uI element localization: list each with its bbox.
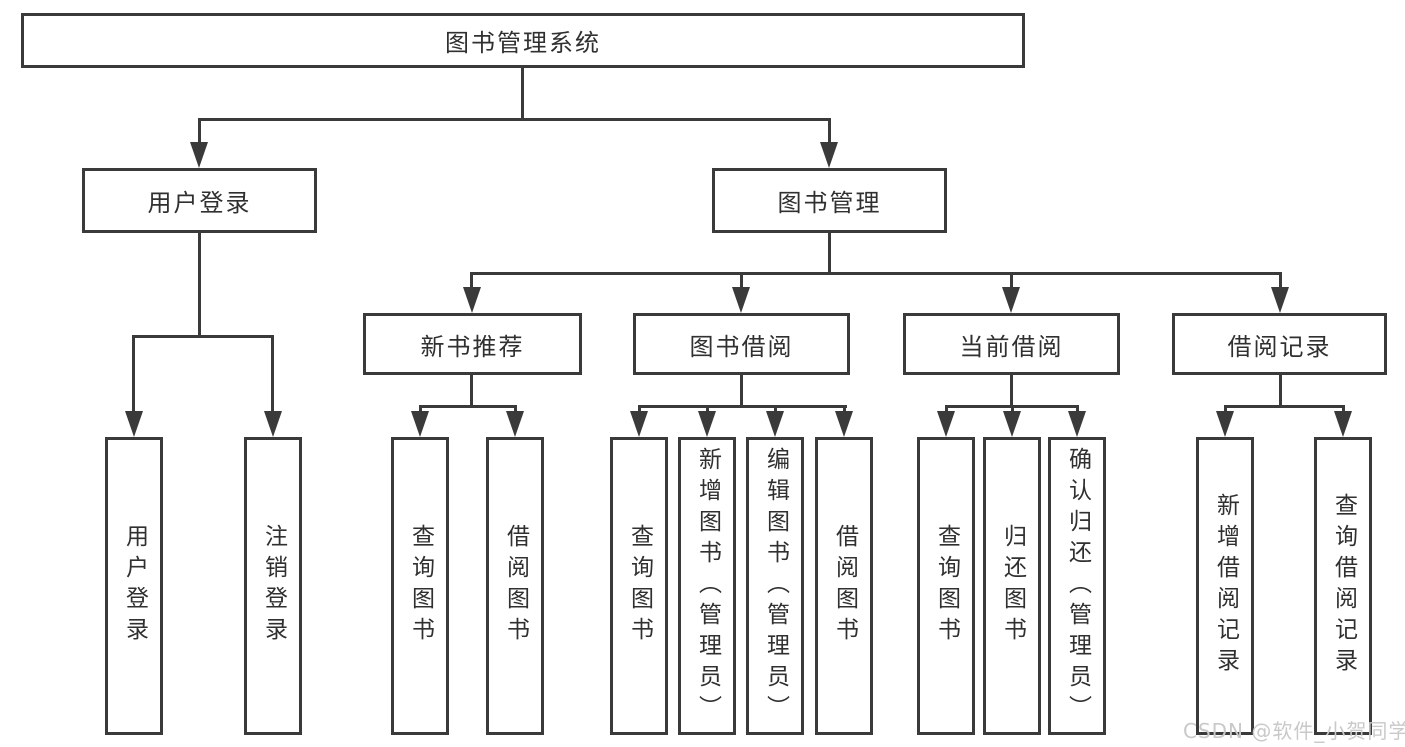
- leaf-bb-add-books-admin: 新增图书（管理员）: [678, 437, 736, 735]
- arrowhead-down-icon: [463, 287, 481, 313]
- node-label: 确认归还（管理员）: [1064, 446, 1091, 726]
- node-label: 注销登录: [260, 524, 287, 648]
- arrowhead-down-icon: [1216, 411, 1234, 437]
- connector-drop-level3: [470, 272, 473, 294]
- arrowhead-down-icon: [820, 142, 838, 168]
- arrowhead-down-icon: [1334, 411, 1352, 437]
- arrowhead-down-icon: [937, 411, 955, 437]
- arrowhead-down-icon: [190, 142, 208, 168]
- node-user-login: 用户登录: [82, 168, 317, 233]
- node-label: 图书管理系统: [445, 29, 601, 57]
- node-current-borrow: 当前借阅: [903, 313, 1120, 375]
- leaf-bb-edit-books-admin: 编辑图书（管理员）: [746, 437, 804, 735]
- node-label: 用户登录: [147, 189, 252, 217]
- connector-drop-leaf: [271, 335, 274, 419]
- node-label: 用户登录: [121, 524, 148, 648]
- connector-rec-stem: [470, 375, 473, 405]
- node-label: 图书借阅: [689, 332, 794, 361]
- leaf-cb-query-books: 查询图书: [917, 437, 975, 735]
- connector-book-mgmt-branch: [471, 272, 1281, 275]
- node-label: 归还图书: [999, 524, 1026, 648]
- arrowhead-down-icon: [264, 411, 282, 437]
- arrowhead-down-icon: [1271, 287, 1289, 313]
- connector-drop-user-login: [198, 118, 201, 150]
- node-label: 图书管理: [777, 189, 882, 217]
- leaf-rec-borrow-books: 借阅图书: [486, 437, 544, 735]
- csdn-watermark: CSDN @软件_小贺同学: [1183, 719, 1405, 743]
- node-label: 新增借阅记录: [1212, 493, 1239, 679]
- node-label: 借阅图书: [502, 524, 529, 648]
- arrowhead-down-icon: [1068, 411, 1086, 437]
- node-label: 当前借阅: [959, 332, 1064, 361]
- connector-user-login-stem: [198, 233, 201, 335]
- connector-rec-branch: [419, 405, 517, 408]
- leaf-user-login: 用户登录: [105, 437, 163, 735]
- arrowhead-down-icon: [1002, 287, 1020, 313]
- connector-root-branch: [198, 118, 831, 121]
- leaf-cb-return-books: 归还图书: [983, 437, 1041, 735]
- leaf-logout: 注销登录: [244, 437, 302, 735]
- connector-br-branch: [1224, 405, 1345, 408]
- node-borrow-records: 借阅记录: [1172, 313, 1387, 375]
- node-root-system: 图书管理系统: [21, 13, 1025, 68]
- arrowhead-down-icon: [835, 411, 853, 437]
- connector-cb-stem: [1010, 375, 1013, 405]
- connector-drop-level3: [740, 272, 743, 294]
- connector-drop-book-mgmt: [828, 118, 831, 150]
- arrowhead-down-icon: [732, 287, 750, 313]
- connector-bb-branch: [638, 405, 847, 408]
- arrowhead-down-icon: [1003, 411, 1021, 437]
- leaf-br-query-record: 查询借阅记录: [1314, 437, 1372, 735]
- node-label: 编辑图书（管理员）: [762, 446, 789, 726]
- leaf-bb-borrow-books: 借阅图书: [815, 437, 873, 735]
- connector-root-stem: [521, 68, 524, 120]
- leaf-br-add-record: 新增借阅记录: [1196, 437, 1254, 735]
- node-label: 查询借阅记录: [1330, 493, 1357, 679]
- connector-book-mgmt-stem: [828, 233, 831, 272]
- connector-bb-stem: [740, 375, 743, 405]
- arrowhead-down-icon: [506, 411, 524, 437]
- node-book-borrow: 图书借阅: [633, 313, 850, 375]
- connector-br-stem: [1279, 375, 1282, 405]
- node-new-book-recommend: 新书推荐: [363, 313, 582, 375]
- node-label: 查询图书: [626, 524, 653, 648]
- node-label: 借阅图书: [831, 524, 858, 648]
- node-label: 查询图书: [407, 524, 434, 648]
- leaf-bb-query-books: 查询图书: [610, 437, 668, 735]
- leaf-cb-confirm-return-admin: 确认归还（管理员）: [1048, 437, 1106, 735]
- node-label: 新书推荐: [420, 332, 525, 361]
- connector-drop-level3: [1010, 272, 1013, 294]
- node-label: 查询图书: [933, 524, 960, 648]
- node-label: 借阅记录: [1227, 332, 1332, 361]
- connector-drop-level3: [1279, 272, 1282, 294]
- arrowhead-down-icon: [630, 411, 648, 437]
- node-label: 新增图书（管理员）: [694, 446, 721, 726]
- arrowhead-down-icon: [766, 411, 784, 437]
- node-book-management: 图书管理: [712, 168, 947, 233]
- leaf-rec-query-books: 查询图书: [391, 437, 449, 735]
- arrowhead-down-icon: [411, 411, 429, 437]
- connector-drop-leaf: [132, 335, 135, 419]
- connector-user-login-branch: [132, 335, 274, 338]
- arrowhead-down-icon: [698, 411, 716, 437]
- arrowhead-down-icon: [125, 411, 143, 437]
